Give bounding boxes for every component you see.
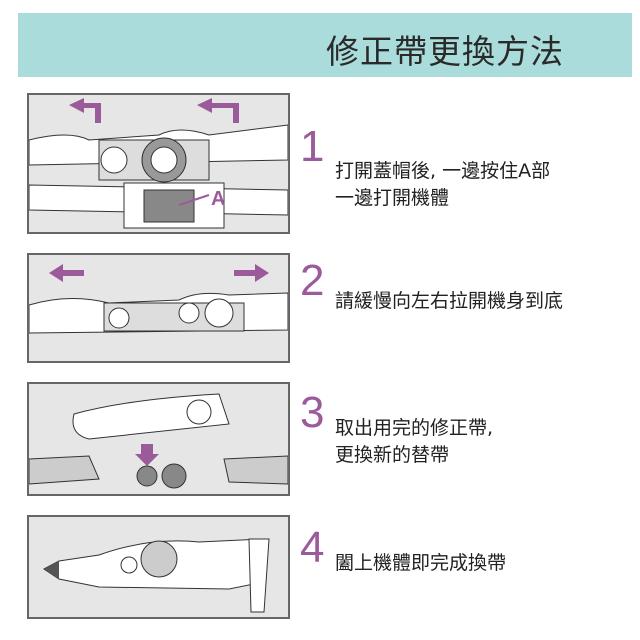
step-4-illustration [27, 515, 290, 619]
step-4-number: 4 [300, 523, 325, 572]
step-2-text: 請緩慢向左右拉開機身到底 [335, 290, 564, 312]
step-3-line-1: 取出用完的修正帶, [335, 417, 494, 439]
step-1-illustration: A [27, 93, 290, 234]
page-title: 修正帶更換方法 [326, 32, 564, 71]
step-1-number: 1 [300, 122, 325, 171]
step-2-number: 2 [300, 256, 325, 305]
step-3-number: 3 [300, 388, 325, 437]
step-2-illustration [27, 253, 290, 363]
step-3-illustration [27, 382, 290, 496]
header-banner: 修正帶更換方法 [18, 13, 632, 77]
step-1-text: 打開蓋帽後, 一邊按住A部 一邊打開機體 [335, 158, 550, 212]
callout-a: A [211, 188, 225, 210]
step-4-text: 闔上機體即完成換帶 [335, 552, 507, 574]
step-3-text: 取出用完的修正帶, 更換新的替帶 [335, 415, 493, 469]
step-1-line-2: 一邊打開機體 [335, 187, 450, 209]
step-3-line-2: 更換新的替帶 [335, 444, 450, 466]
step-1-line-1: 打開蓋帽後, 一邊按住A部 [335, 160, 551, 182]
